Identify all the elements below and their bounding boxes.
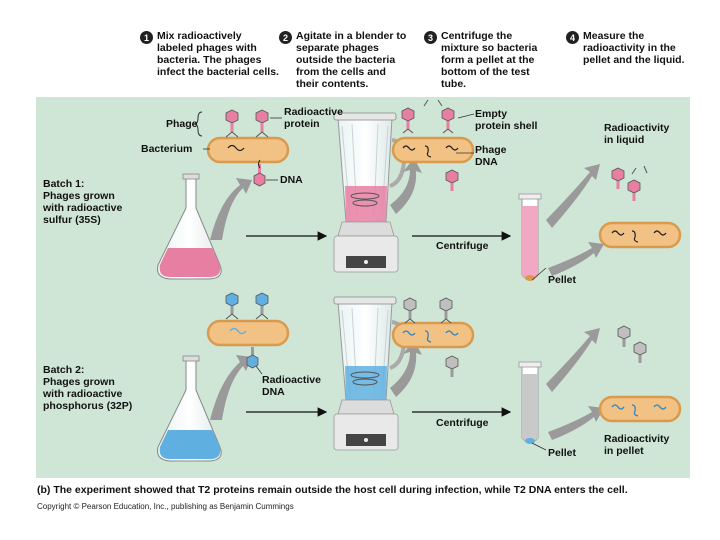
curved-arrow <box>546 328 600 392</box>
step-2: 2 Agitate in a blender to separate phage… <box>279 30 406 90</box>
blender-2 <box>333 296 407 451</box>
phage-icon <box>255 292 269 320</box>
label-centrifuge-2: Centrifuge <box>436 417 489 429</box>
empty-shell-icon <box>611 167 625 189</box>
phage-icon <box>253 164 266 187</box>
empty-shell-icon <box>403 297 417 324</box>
phage-icon <box>225 109 239 138</box>
bacterium-3 <box>598 221 682 249</box>
test-tube-sulfur <box>518 193 542 281</box>
label-radioactivity-liquid: Radioactivity in liquid <box>604 122 670 146</box>
step-number: 4 <box>566 31 579 44</box>
label-dna: DNA <box>280 174 303 186</box>
step-1: 1 Mix radioactively labeled phages with … <box>140 30 279 78</box>
phage-icon <box>225 292 239 320</box>
flask-sulfur <box>157 173 222 280</box>
step-number: 1 <box>140 31 153 44</box>
step-text: Agitate in a blender to separate phages … <box>296 30 407 90</box>
flask-phosphorus <box>157 355 222 462</box>
bacterium-4 <box>206 319 290 347</box>
empty-shell-icon <box>627 179 641 201</box>
bacterium-2 <box>391 136 475 164</box>
step-text: Centrifuge the mixture so bacteria form … <box>441 30 538 90</box>
figure-caption: (b) The experiment showed that T2 protei… <box>37 484 628 496</box>
phage-icon <box>246 347 259 369</box>
curved-arrow <box>210 355 252 420</box>
step-text: Measure the radioactivity in the pellet … <box>583 30 685 66</box>
label-batch-1: Batch 1: Phages grown with radioactive s… <box>43 178 123 226</box>
empty-shell-icon <box>445 355 459 377</box>
curved-arrow <box>390 158 422 214</box>
test-tube-phosphorus <box>518 361 542 444</box>
empty-shell-icon <box>439 297 453 324</box>
label-radioactive-dna: Radioactive DNA <box>262 374 321 398</box>
curved-arrow <box>548 242 604 276</box>
phage-icon <box>255 109 269 138</box>
step-number: 2 <box>279 31 292 44</box>
label-radioactivity-pellet: Radioactivity in pellet <box>604 433 670 457</box>
label-bacterium: Bacterium <box>141 143 193 155</box>
empty-shell-icon <box>445 169 459 191</box>
bacterium-6 <box>598 395 682 423</box>
label-batch-2: Batch 2: Phages grown with radioactive p… <box>43 364 133 412</box>
step-3: 3 Centrifuge the mixture so bacteria for… <box>424 30 537 90</box>
step-4: 4 Measure the radioactivity in the pelle… <box>566 30 685 66</box>
label-phage: Phage <box>166 118 198 130</box>
curved-arrow <box>548 406 604 440</box>
label-empty-protein-shell: Empty protein shell <box>475 108 538 132</box>
label-pellet-1: Pellet <box>548 274 577 286</box>
curved-arrow <box>546 164 600 228</box>
curved-arrow <box>210 178 252 240</box>
step-number: 3 <box>424 31 437 44</box>
empty-shell-icon <box>401 107 415 134</box>
empty-shell-icon <box>633 341 647 363</box>
empty-shell-icon <box>617 325 631 347</box>
label-centrifuge-1: Centrifuge <box>436 240 489 252</box>
step-text: Mix radioactively labeled phages with ba… <box>157 30 279 78</box>
curved-arrow <box>390 340 422 397</box>
bacterium-5 <box>391 321 475 349</box>
blender-1 <box>333 112 407 273</box>
copyright-notice: Copyright © Pearson Education, Inc., pub… <box>37 502 294 511</box>
label-phage-dna: Phage DNA <box>475 144 507 168</box>
label-radioactive-protein: Radioactive protein <box>284 106 343 130</box>
label-pellet-2: Pellet <box>548 447 577 459</box>
empty-shell-icon <box>441 107 455 134</box>
bacterium-1 <box>206 136 290 164</box>
